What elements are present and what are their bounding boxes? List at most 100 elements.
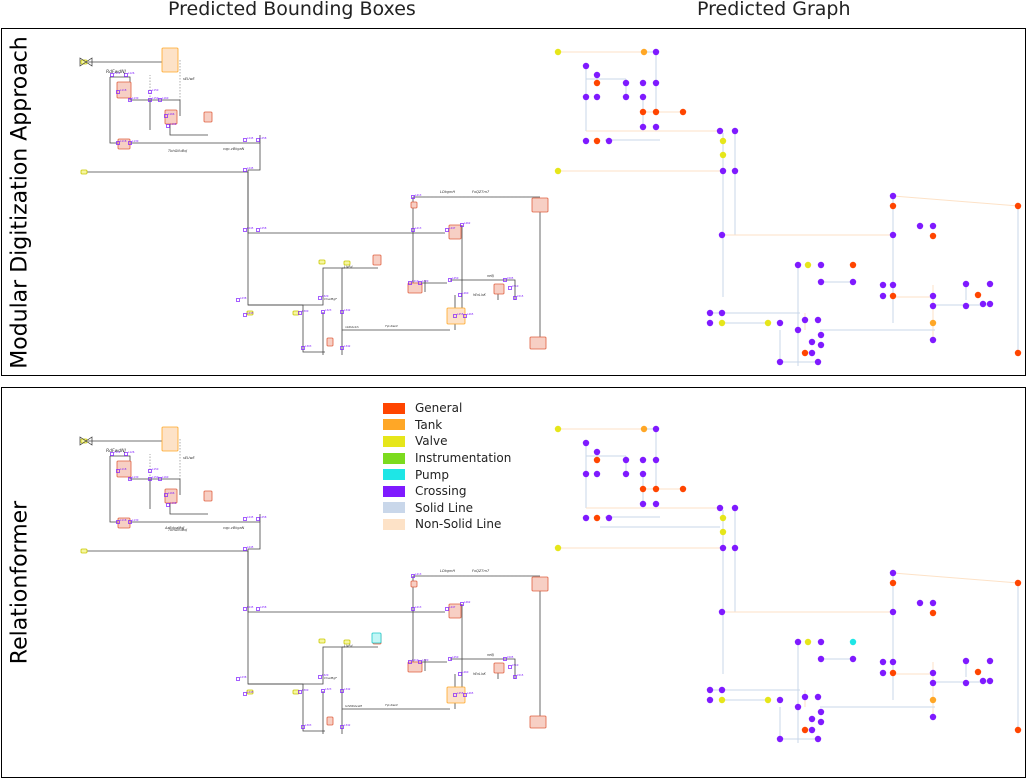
process-line [109,77,325,353]
graph-node [719,544,727,552]
crossing-id: L160 [162,96,169,100]
crossing-box [243,168,247,172]
graph-node [1014,726,1022,734]
graph-node [889,669,897,677]
graph-node [808,338,816,346]
diagram-text: FoQZ7m7 [472,569,490,573]
legend-item: Non-Solid Line [383,516,511,533]
graph-node [719,528,727,536]
crossing-box [243,692,247,696]
diagram-text: nbDdvbh [345,325,359,329]
graph-node [814,316,822,324]
crossing-id: L245 [247,545,254,549]
valve-symbol [79,436,93,446]
graph-node [986,300,994,308]
graph-node [731,167,739,175]
graph-node [706,686,714,694]
graph-node [731,127,739,135]
crossing-box [503,278,507,282]
graph-node [808,726,816,734]
bbox [80,548,88,554]
graph-node [718,696,726,704]
graph-node [962,679,970,687]
bbox [407,282,423,294]
bbox [116,460,132,478]
crossing-box [460,223,464,227]
graph-node [929,292,937,300]
graph-node [582,470,590,478]
graph-node [652,500,660,508]
graph-node [776,319,784,327]
crossing-id: L130 [132,475,139,479]
graph-node [794,261,802,269]
crossing-box [116,520,120,524]
graph-node [718,608,726,616]
crossing-box [453,314,457,318]
crossing-id: L465 [467,691,474,695]
crossing-box [158,98,162,102]
diagram-text: ChwlBgF [324,676,337,680]
graph-node [776,735,784,743]
crossing-id: L505 [507,276,514,280]
crossing-box [508,665,512,669]
crossing-id: L150 [152,475,159,479]
crossing-box [166,503,170,507]
bbox [448,224,462,240]
bbox [116,81,132,99]
bbox [343,639,351,645]
graph-node [652,108,660,116]
crossing-id: L413 [415,572,422,576]
crossing-id: L160 [162,475,169,479]
graph-node [817,638,825,646]
bbox [164,488,178,504]
diagram-text: AzRdvaMdJ [164,526,184,530]
crossing-id: L510 [512,663,519,667]
graph-node [801,726,809,734]
crossing-id: L303 [305,723,312,727]
diagram-text: TbhGlfuBoJ [168,149,187,153]
legend-label: Valve [415,434,448,449]
crossing-box [513,296,517,300]
diagram-text: LlyFd [344,265,353,269]
crossing-id: L130 [132,518,139,522]
legend-swatch [383,518,405,530]
diagram-text: ChwlBgF [324,297,337,301]
graph-node [879,669,887,677]
graph-node [814,358,822,366]
bbox [117,138,131,150]
crossing-id: L118 [120,518,127,522]
legend-swatch [383,452,405,464]
graph-node [794,703,802,711]
crossing-id: L455 [457,691,464,695]
column-title-bounding-boxes: Predicted Bounding Boxes [168,0,416,20]
crossing-id: L342 [344,687,351,691]
graph-node [622,93,630,101]
graph-node [706,319,714,327]
bbox [326,716,334,726]
bbox [372,254,382,266]
crossing-id: L465 [467,312,474,316]
crossing-box [321,310,325,314]
graph-node [889,579,897,587]
graph-node [849,278,857,286]
graph-node [718,309,726,317]
graph-node [554,48,562,56]
graph-node [1014,349,1022,357]
graph-node [593,71,601,79]
crossing-id: L515 [517,294,524,298]
graph-node [716,127,724,135]
graph-node [582,514,590,522]
graph-node [974,291,982,299]
crossing-id: L420 [422,658,429,662]
graph-node [554,167,562,175]
graph-node [817,278,825,286]
bbox [80,169,88,175]
crossing-id: L258 [260,136,267,140]
graph-node [929,609,937,617]
crossing-id: L455 [457,312,464,316]
crossing-id: L460 [462,670,469,674]
graph-node [652,123,660,131]
graph-node [582,137,590,145]
bbox [318,638,326,644]
graph-node [879,281,887,289]
